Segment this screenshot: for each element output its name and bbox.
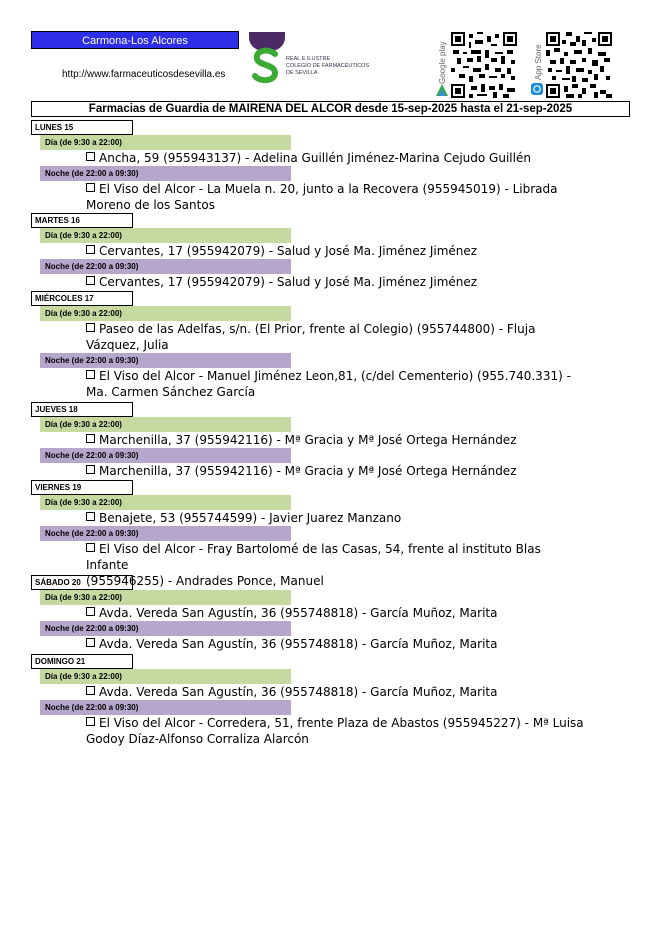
checkbox-square-icon	[86, 152, 95, 161]
pharmacy-entry-text: Benajete, 53 (955744599) - Javier Juarez…	[99, 511, 402, 525]
pharmacy-entry-text: (955946255) - Andrades Ponce, Manuel	[86, 574, 324, 588]
day-label: VIERNES 19	[31, 480, 133, 495]
noche-shift-label: Noche (de 22:00 a 09:30)	[40, 526, 291, 541]
pharmacy-entry: El Viso del Alcor - Fray Bartolomé de la…	[86, 541, 586, 589]
pharmacy-entry-text: Cervantes, 17 (955942079) - Salud y José…	[99, 275, 478, 289]
checkbox-square-icon	[86, 686, 95, 695]
checkbox-square-icon	[86, 512, 95, 521]
dia-shift-label: Día (de 9:30 a 22:00)	[40, 669, 291, 684]
app-store-label: App Store	[534, 44, 543, 80]
pharmacy-entry-line: El Viso del Alcor - Corredera, 51, frent…	[86, 715, 586, 731]
pharmacy-entry-text: Marchenilla, 37 (955942116) - Mª Gracia …	[99, 464, 517, 478]
pharmacy-entry-line: Godoy Díaz-Alfonso Corraliza Alarcón	[86, 731, 586, 747]
day-label: MIÉRCOLES 17	[31, 291, 133, 306]
pharmacy-entry-line: (955946255) - Andrades Ponce, Manuel	[86, 573, 586, 589]
pharmacy-entry-text: El Viso del Alcor - Manuel Jiménez Leon,…	[99, 369, 571, 383]
checkbox-square-icon	[86, 717, 95, 726]
google-play-label: Google play	[438, 41, 447, 84]
dia-shift-label: Día (de 9:30 a 22:00)	[40, 228, 291, 243]
app-store-icon[interactable]	[531, 83, 543, 95]
pharmacy-entry-text: Avda. Vereda San Agustín, 36 (955748818)…	[99, 685, 498, 699]
pharmacy-entry: El Viso del Alcor - La Muela n. 20, junt…	[86, 181, 586, 213]
pharmacy-entry-text: Paseo de las Adelfas, s/n. (El Prior, fr…	[99, 322, 536, 336]
checkbox-square-icon	[86, 638, 95, 647]
pharmacy-entry-line: Ma. Carmen Sánchez García	[86, 384, 586, 400]
checkbox-square-icon	[86, 245, 95, 254]
pharmacy-entry: Avda. Vereda San Agustín, 36 (955748818)…	[86, 636, 586, 652]
pharmacy-entry: Avda. Vereda San Agustín, 36 (955748818)…	[86, 605, 586, 621]
noche-shift-label: Noche (de 22:00 a 09:30)	[40, 448, 291, 463]
google-play-icon[interactable]	[436, 84, 448, 96]
page-title: Farmacias de Guardia de MAIRENA DEL ALCO…	[31, 101, 630, 117]
checkbox-square-icon	[86, 465, 95, 474]
noche-shift-label: Noche (de 22:00 a 09:30)	[40, 700, 291, 715]
pharmacy-entry-line: Marchenilla, 37 (955942116) - Mª Gracia …	[86, 463, 586, 479]
dia-shift-label: Día (de 9:30 a 22:00)	[40, 590, 291, 605]
pharmacy-entry-text: Avda. Vereda San Agustín, 36 (955748818)…	[99, 637, 498, 651]
checkbox-square-icon	[86, 434, 95, 443]
pharmacy-entry-text: Marchenilla, 37 (955942116) - Mª Gracia …	[99, 433, 517, 447]
checkbox-square-icon	[86, 607, 95, 616]
pharmacy-entry-line: Moreno de los Santos	[86, 197, 586, 213]
pharmacy-entry-line: Marchenilla, 37 (955942116) - Mª Gracia …	[86, 432, 586, 448]
dia-shift-label: Día (de 9:30 a 22:00)	[40, 135, 291, 150]
pharmacy-entry-text: Ancha, 59 (955943137) - Adelina Guillén …	[99, 151, 531, 165]
pharmacy-entry-line: El Viso del Alcor - Manuel Jiménez Leon,…	[86, 368, 586, 384]
pharmacy-entry-text: Cervantes, 17 (955942079) - Salud y José…	[99, 244, 478, 258]
pharmacy-entry-line: El Viso del Alcor - Fray Bartolomé de la…	[86, 541, 586, 573]
pharmacy-entry-text: El Viso del Alcor - Fray Bartolomé de la…	[86, 542, 541, 572]
pharmacy-entry-line: Avda. Vereda San Agustín, 36 (955748818)…	[86, 605, 586, 621]
pharmacy-entry: Marchenilla, 37 (955942116) - Mª Gracia …	[86, 432, 586, 448]
dia-shift-label: Día (de 9:30 a 22:00)	[40, 306, 291, 321]
checkbox-square-icon	[86, 323, 95, 332]
logo-text: REAL E ILUSTRE COLEGIO DE FARMACÉUTICOS …	[286, 56, 370, 76]
pharmacy-entry-text: Avda. Vereda San Agustín, 36 (955748818)…	[99, 606, 498, 620]
day-label: JUEVES 18	[31, 402, 133, 417]
pharmacy-entry-line: Vázquez, Julia	[86, 337, 586, 353]
pharmacy-entry: Avda. Vereda San Agustín, 36 (955748818)…	[86, 684, 586, 700]
pharmacy-entry-line: Ancha, 59 (955943137) - Adelina Guillén …	[86, 150, 586, 166]
noche-shift-label: Noche (de 22:00 a 09:30)	[40, 353, 291, 368]
pharmacy-entry: Benajete, 53 (955744599) - Javier Juarez…	[86, 510, 586, 526]
pharmacy-entry-text: Godoy Díaz-Alfonso Corraliza Alarcón	[86, 732, 309, 746]
pharmacy-entry: Ancha, 59 (955943137) - Adelina Guillén …	[86, 150, 586, 166]
pharmacy-entry-text: Moreno de los Santos	[86, 198, 215, 212]
checkbox-square-icon	[86, 543, 95, 552]
pharmacy-entry: Marchenilla, 37 (955942116) - Mª Gracia …	[86, 463, 586, 479]
pharmacy-entry-text: El Viso del Alcor - La Muela n. 20, junt…	[99, 182, 558, 196]
pharmacy-entry: El Viso del Alcor - Corredera, 51, frent…	[86, 715, 586, 747]
region-label: Carmona-Los Alcores	[31, 31, 239, 49]
pharmacy-entry-line: Paseo de las Adelfas, s/n. (El Prior, fr…	[86, 321, 586, 337]
app-store-qr-code-icon[interactable]	[546, 32, 612, 98]
day-label: SÁBADO 20	[31, 575, 133, 590]
pharmacy-entry-line: Avda. Vereda San Agustín, 36 (955748818)…	[86, 684, 586, 700]
day-label: MARTES 16	[31, 213, 133, 228]
pharmacy-entry: El Viso del Alcor - Manuel Jiménez Leon,…	[86, 368, 586, 400]
pharmacy-entry-line: Benajete, 53 (955744599) - Javier Juarez…	[86, 510, 586, 526]
colegio-logo-icon	[249, 32, 285, 84]
dia-shift-label: Día (de 9:30 a 22:00)	[40, 417, 291, 432]
pharmacy-entry: Cervantes, 17 (955942079) - Salud y José…	[86, 274, 586, 290]
day-label: LUNES 15	[31, 120, 133, 135]
dia-shift-label: Día (de 9:30 a 22:00)	[40, 495, 291, 510]
pharmacy-entry-line: Avda. Vereda San Agustín, 36 (955748818)…	[86, 636, 586, 652]
pharmacy-entry-text: El Viso del Alcor - Corredera, 51, frent…	[99, 716, 584, 730]
pharmacy-entry-line: Cervantes, 17 (955942079) - Salud y José…	[86, 274, 586, 290]
checkbox-square-icon	[86, 370, 95, 379]
pharmacy-entry-line: Cervantes, 17 (955942079) - Salud y José…	[86, 243, 586, 259]
checkbox-square-icon	[86, 183, 95, 192]
day-label: DOMINGO 21	[31, 654, 133, 669]
pharmacy-entry: Paseo de las Adelfas, s/n. (El Prior, fr…	[86, 321, 586, 353]
noche-shift-label: Noche (de 22:00 a 09:30)	[40, 259, 291, 274]
pharmacy-entry: Cervantes, 17 (955942079) - Salud y José…	[86, 243, 586, 259]
noche-shift-label: Noche (de 22:00 a 09:30)	[40, 621, 291, 636]
pharmacy-entry-text: Vázquez, Julia	[86, 338, 169, 352]
noche-shift-label: Noche (de 22:00 a 09:30)	[40, 166, 291, 181]
checkbox-square-icon	[86, 276, 95, 285]
website-link[interactable]: http://www.farmaceuticosdesevilla.es	[62, 69, 226, 80]
google-play-qr-code-icon[interactable]	[451, 32, 517, 98]
pharmacy-entry-line: El Viso del Alcor - La Muela n. 20, junt…	[86, 181, 586, 197]
pharmacy-entry-text: Ma. Carmen Sánchez García	[86, 385, 256, 399]
